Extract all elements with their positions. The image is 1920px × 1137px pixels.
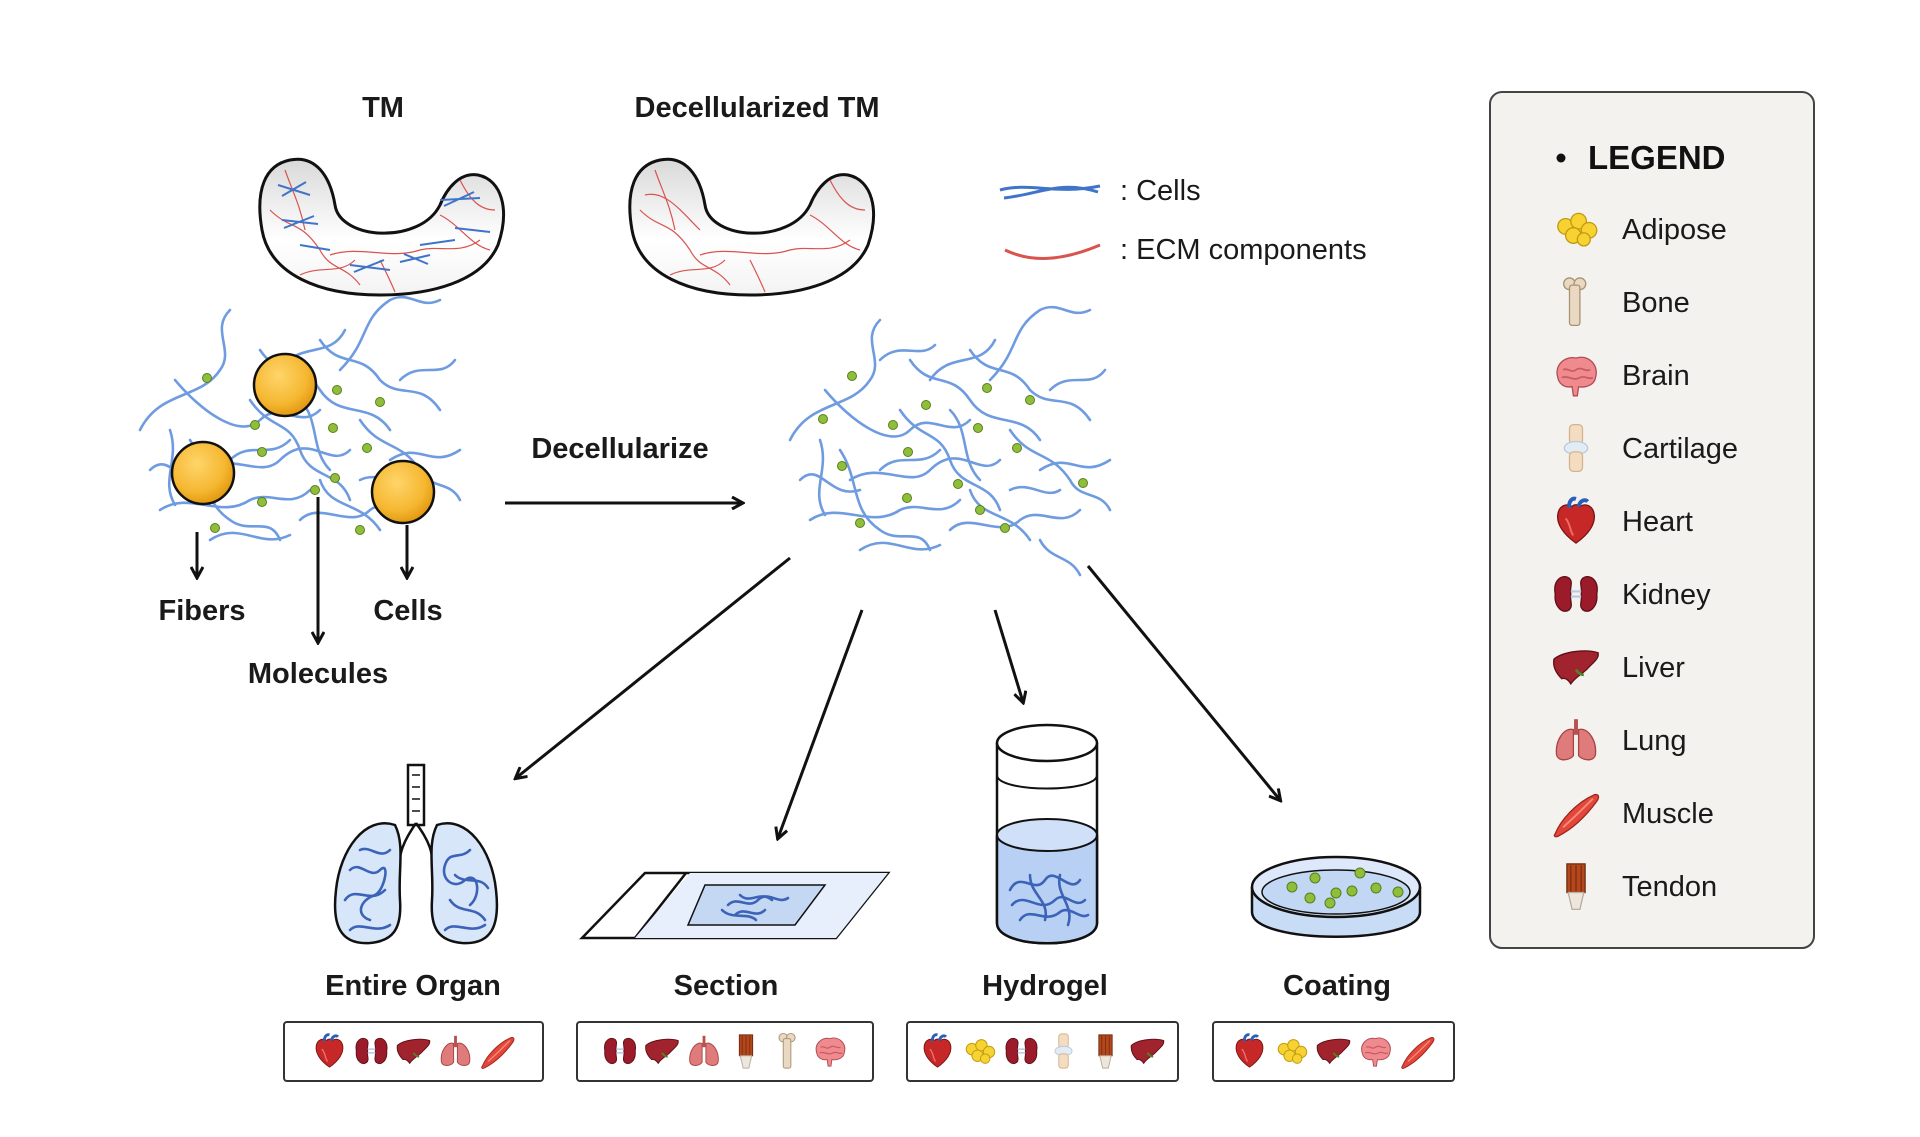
- tissue-box-section: [576, 1021, 874, 1082]
- legend-label-heart: Heart: [1622, 506, 1693, 538]
- decellularized-ecm-network: [788, 305, 1112, 577]
- legend-label-muscle: Muscle: [1622, 798, 1714, 830]
- arrow-to-entire-organ: [516, 556, 791, 778]
- tm-title: TM: [362, 92, 404, 124]
- legend-label-lung: Lung: [1622, 725, 1687, 757]
- fibers-label: Fibers: [158, 595, 245, 627]
- legend-label-liver: Liver: [1622, 652, 1685, 684]
- decellularize-label: Decellularize: [531, 433, 708, 465]
- legend-label-kidney: Kidney: [1622, 579, 1711, 611]
- ecm-network-with-cells: [138, 295, 462, 542]
- cells-key: : Cells: [999, 175, 1201, 207]
- legend-title: LEGEND: [1588, 139, 1726, 176]
- cell-sphere: [370, 459, 436, 525]
- ecm-key-label: : ECM components: [1120, 234, 1367, 266]
- coating-petri-dish: [1250, 855, 1422, 938]
- legend-label-tendon: Tendon: [1622, 871, 1717, 903]
- legend-label-cartilage: Cartilage: [1622, 433, 1738, 465]
- cell-sphere: [170, 440, 236, 506]
- cells-label: Cells: [373, 595, 442, 627]
- arrow-to-section: [778, 609, 864, 838]
- legend-label-bone: Bone: [1622, 287, 1690, 319]
- legend-bullet: [1556, 153, 1566, 163]
- legend-label-adipose: Adipose: [1622, 214, 1727, 246]
- legend-items: AdiposeBoneBrainCartilageHeartKidneyLive…: [1552, 212, 1738, 911]
- arrow-to-coating: [1086, 565, 1280, 800]
- section-slide: [579, 871, 891, 940]
- decell-tm-title: Decellularized TM: [635, 92, 880, 124]
- application-label-coating: Coating: [1283, 970, 1391, 1002]
- entire-organ-lungs: [333, 763, 499, 945]
- ecm-key: : ECM components: [1004, 234, 1367, 266]
- hydrogel-jar: [995, 723, 1099, 945]
- molecules-label: Molecules: [248, 658, 388, 690]
- cell-sphere: [252, 352, 318, 418]
- application-label-section: Section: [674, 970, 779, 1002]
- legend-label-brain: Brain: [1622, 360, 1690, 392]
- cells-key-label: : Cells: [1120, 175, 1201, 207]
- arrow-to-hydrogel: [993, 609, 1023, 702]
- decellularized-tm-shape: [628, 157, 876, 297]
- tm-shape: [258, 157, 506, 297]
- application-label-hydrogel: Hydrogel: [982, 970, 1108, 1002]
- application-label-entire-organ: Entire Organ: [325, 970, 501, 1002]
